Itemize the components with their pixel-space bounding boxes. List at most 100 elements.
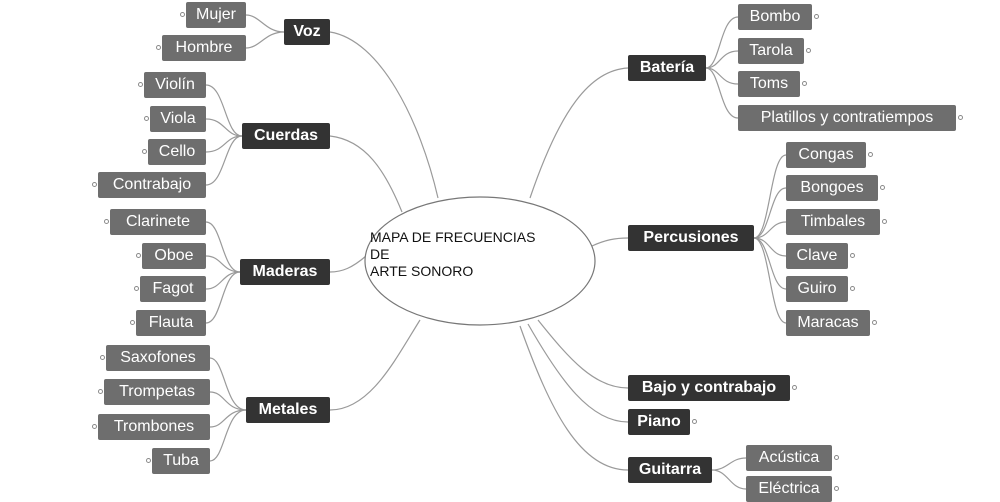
branch-piano[interactable]: Piano: [628, 409, 690, 435]
leaf-handle[interactable]: [834, 455, 839, 460]
leaf-hombre[interactable]: Hombre: [162, 35, 246, 61]
leaf-handle[interactable]: [872, 320, 877, 325]
connector-bateria-tarola: [705, 50, 739, 69]
branch-cuerdas[interactable]: Cuerdas: [242, 123, 330, 149]
leaf-handle[interactable]: [850, 253, 855, 258]
leaf-contrabajo[interactable]: Contrabajo: [98, 172, 206, 198]
connector-cuerdas-viola: [205, 118, 243, 137]
leaf-handle[interactable]: [958, 115, 963, 120]
connector-voz-hombre: [245, 31, 285, 49]
connector-voz-mujer: [245, 14, 285, 33]
connector-maderas-fagot: [205, 271, 241, 290]
leaf-handle[interactable]: [880, 185, 885, 190]
leaf-trompetas[interactable]: Trompetas: [104, 379, 210, 405]
leaf-handle[interactable]: [138, 82, 143, 87]
connector-cuerdas-contrabajo: [205, 135, 243, 186]
leaf-handle[interactable]: [882, 219, 887, 224]
branch-handle[interactable]: [692, 419, 697, 424]
connector-center-metales: [329, 319, 421, 411]
connector-cuerdas-violin: [205, 84, 243, 137]
leaf-handle[interactable]: [156, 45, 161, 50]
leaf-handle[interactable]: [100, 355, 105, 360]
leaf-clave[interactable]: Clave: [786, 243, 848, 269]
leaf-handle[interactable]: [104, 219, 109, 224]
connector-guitarra-electrica: [711, 469, 747, 490]
leaf-handle[interactable]: [136, 253, 141, 258]
leaf-handle[interactable]: [134, 286, 139, 291]
leaf-bongoes[interactable]: Bongoes: [786, 175, 878, 201]
leaf-flauta[interactable]: Flauta: [136, 310, 206, 336]
leaf-handle[interactable]: [802, 81, 807, 86]
leaf-violin[interactable]: Violín: [144, 72, 206, 98]
leaf-congas[interactable]: Congas: [786, 142, 866, 168]
connector-percusiones-maracas: [753, 237, 787, 324]
connector-percusiones-guiro: [753, 237, 787, 290]
connector-center-maderas: [329, 255, 367, 273]
center-line-1: MAPA DE FRECUENCIAS: [370, 229, 536, 245]
connector-percusiones-timbales: [753, 221, 787, 239]
leaf-maracas[interactable]: Maracas: [786, 310, 870, 336]
leaf-platillos[interactable]: Platillos y contratiempos: [738, 105, 956, 131]
leaf-handle[interactable]: [92, 424, 97, 429]
connector-center-piano: [527, 323, 629, 423]
branch-metales[interactable]: Metales: [246, 397, 330, 423]
connector-percusiones-congas: [753, 154, 787, 239]
branch-handle[interactable]: [792, 385, 797, 390]
leaf-handle[interactable]: [806, 48, 811, 53]
leaf-handle[interactable]: [814, 14, 819, 19]
leaf-handle[interactable]: [146, 458, 151, 463]
connector-metales-trombones: [209, 409, 247, 428]
leaf-acustica[interactable]: Acústica: [746, 445, 832, 471]
branch-guitarra[interactable]: Guitarra: [628, 457, 712, 483]
leaf-saxofones[interactable]: Saxofones: [106, 345, 210, 371]
connector-maderas-flauta: [205, 271, 241, 324]
branch-voz[interactable]: Voz: [284, 19, 330, 45]
leaf-oboe[interactable]: Oboe: [142, 243, 206, 269]
connector-center-percusiones: [591, 237, 629, 247]
connector-center-bateria: [529, 67, 629, 199]
leaf-trombones[interactable]: Trombones: [98, 414, 210, 440]
leaf-handle[interactable]: [850, 286, 855, 291]
leaf-handle[interactable]: [142, 149, 147, 154]
leaf-handle[interactable]: [130, 320, 135, 325]
connector-maderas-oboe: [205, 255, 241, 273]
center-ellipse: [364, 196, 596, 326]
connector-center-voz: [329, 31, 439, 199]
leaf-handle[interactable]: [834, 486, 839, 491]
connector-bateria-bombo: [705, 16, 739, 69]
connector-percusiones-bongoes: [753, 187, 787, 239]
leaf-tarola[interactable]: Tarola: [738, 38, 804, 64]
connector-metales-trompetas: [209, 391, 247, 411]
branch-percusiones[interactable]: Percusiones: [628, 225, 754, 251]
leaf-tuba[interactable]: Tuba: [152, 448, 210, 474]
branch-bateria[interactable]: Batería: [628, 55, 706, 81]
leaf-viola[interactable]: Viola: [150, 106, 206, 132]
leaf-guiro[interactable]: Guiro: [786, 276, 848, 302]
center-line-3: ARTE SONORO: [370, 263, 474, 279]
leaf-handle[interactable]: [92, 182, 97, 187]
leaf-clarinete[interactable]: Clarinete: [110, 209, 206, 235]
leaf-handle[interactable]: [144, 116, 149, 121]
leaf-toms[interactable]: Toms: [738, 71, 800, 97]
branch-bajo[interactable]: Bajo y contrabajo: [628, 375, 790, 401]
leaf-handle[interactable]: [868, 152, 873, 157]
leaf-mujer[interactable]: Mujer: [186, 2, 246, 28]
connector-metales-tuba: [209, 409, 247, 462]
connector-bateria-platillos: [705, 67, 739, 119]
leaf-cello[interactable]: Cello: [148, 139, 206, 165]
leaf-electrica[interactable]: Eléctrica: [746, 476, 832, 502]
connector-guitarra-acustica: [711, 457, 747, 471]
connector-maderas-clarinete: [205, 221, 241, 273]
leaf-handle[interactable]: [180, 12, 185, 17]
branch-maderas[interactable]: Maderas: [240, 259, 330, 285]
leaf-timbales[interactable]: Timbales: [786, 209, 880, 235]
connector-metales-saxofones: [209, 357, 247, 411]
connector-center-bajo: [537, 319, 629, 389]
center-line-2: DE: [370, 246, 390, 262]
leaf-handle[interactable]: [98, 389, 103, 394]
connector-center-guitarra: [519, 325, 629, 471]
leaf-bombo[interactable]: Bombo: [738, 4, 812, 30]
leaf-fagot[interactable]: Fagot: [140, 276, 206, 302]
center-topic[interactable]: MAPA DE FRECUENCIAS DE ARTE SONORO: [370, 229, 535, 280]
